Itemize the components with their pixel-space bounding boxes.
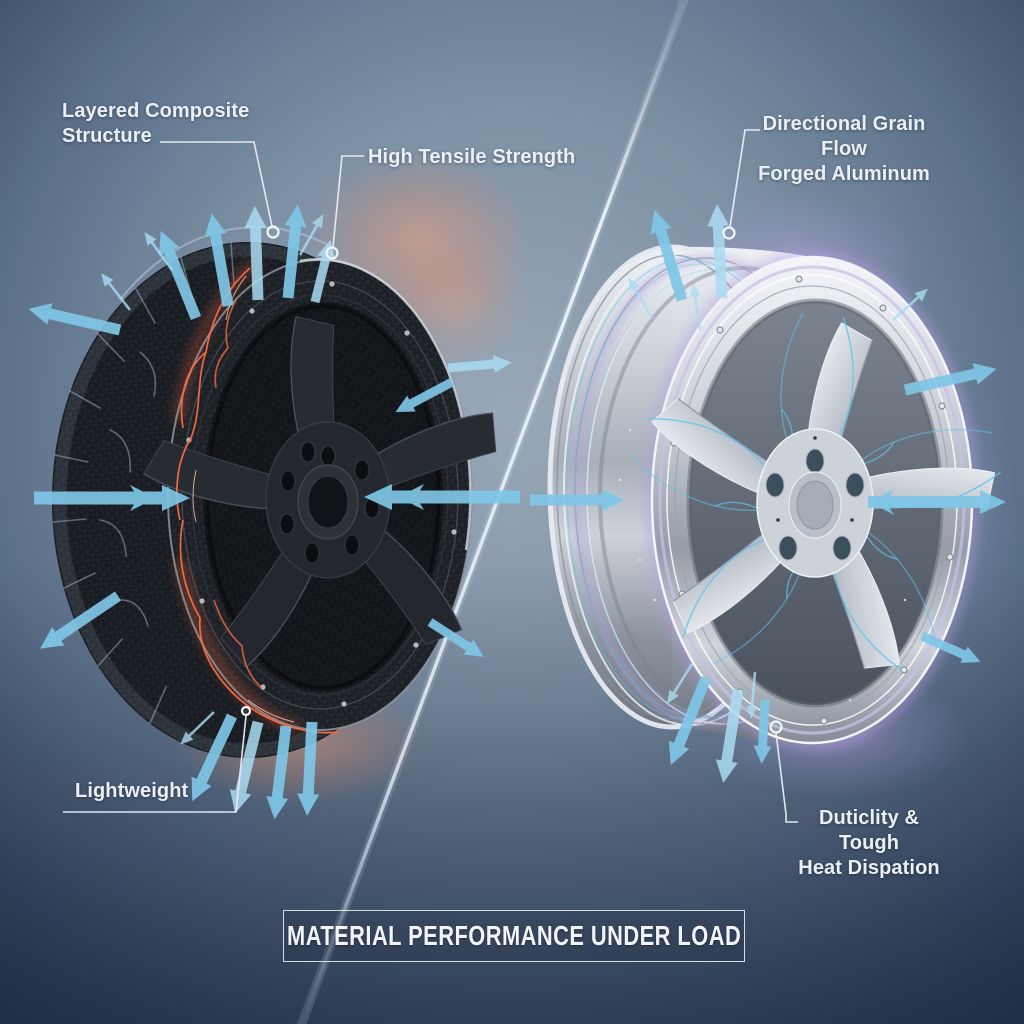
title-text: MATERIAL PERFORMANCE UNDER LOAD: [286, 920, 742, 951]
callout-layered-composite: Layered Composite Structure: [62, 99, 249, 149]
sparkle-dots: [618, 298, 907, 702]
callout-leader-lines: [63, 129, 798, 823]
stress-fracture-lines: [174, 259, 339, 734]
callout-ductility: Duticlity & Tough Heat Dispation: [795, 806, 943, 881]
callout-grain-flow: Directional Grain Flow Forged Aluminum: [748, 112, 940, 187]
callout-tensile-text: High Tensile Strength: [368, 146, 576, 168]
callout-high-tensile: High Tensile Strength: [368, 145, 575, 170]
callout-grain-line1: Directional Grain Flow: [762, 113, 926, 160]
carbon-hub: [265, 421, 391, 579]
aluminum-wheel-illustration: [530, 194, 1017, 799]
carbon-wheel-illustration: [25, 152, 535, 821]
callout-layered-line2: Structure: [62, 125, 152, 147]
callout-grain-line2: Forged Aluminum: [758, 163, 930, 185]
callout-ductility-line1: Duticlity & Tough: [819, 807, 919, 854]
callout-ductility-line2: Heat Dispation: [798, 857, 940, 879]
callout-lightweight-text: Lightweight: [75, 780, 189, 802]
callout-layered-line1: Layered Composite: [62, 100, 250, 122]
right-wheel-load-arrows: [530, 203, 1006, 785]
title-banner: MATERIAL PERFORMANCE UNDER LOAD: [283, 910, 745, 962]
callout-lightweight: Lightweight: [75, 779, 188, 804]
divider-line: [296, 0, 690, 1024]
aluminum-hub: [756, 428, 874, 578]
